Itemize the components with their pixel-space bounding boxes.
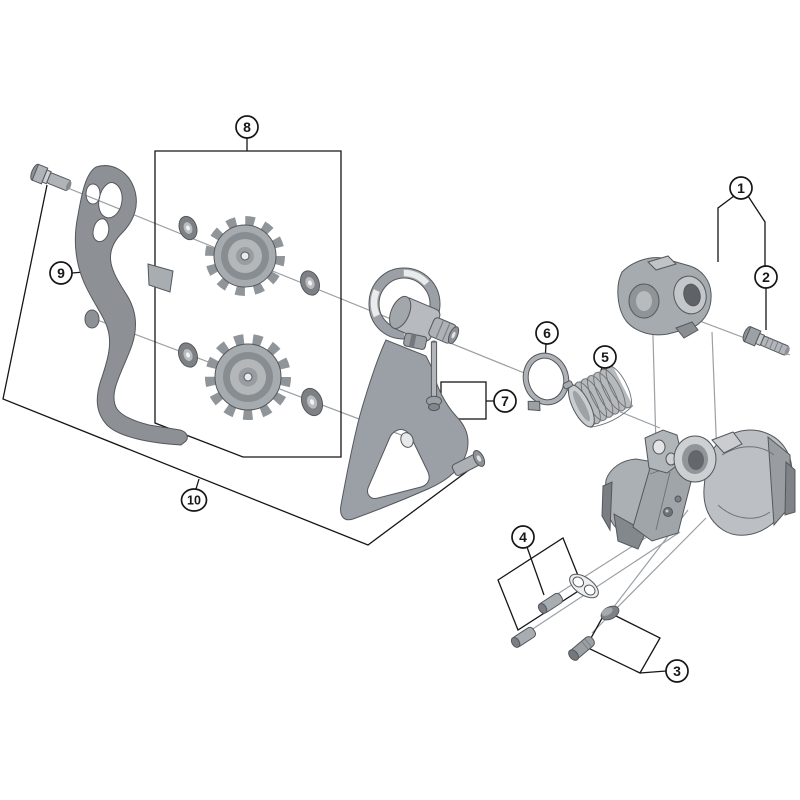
part-label-1[interactable]: 1	[729, 176, 753, 200]
part-label-2[interactable]: 2	[754, 265, 778, 289]
part-label-8[interactable]: 8	[235, 115, 259, 139]
part-label-5[interactable]: 5	[593, 345, 617, 369]
adjust-screw-plate	[569, 573, 599, 599]
plate-hub	[389, 295, 460, 345]
plate-axle-bolt-upper	[426, 340, 442, 412]
inner-plate-bolt	[30, 163, 72, 191]
leader-10-bracket	[2, 184, 474, 546]
bracket-axle-bolt	[742, 326, 790, 356]
plate-axle-bolt-lower	[451, 450, 486, 476]
tension-pulley-teeth	[205, 334, 291, 420]
bracket-axle-unit	[617, 255, 712, 339]
part-number-3: 3	[673, 663, 681, 679]
align-line-right	[711, 331, 718, 459]
plate-stop-pin	[403, 332, 428, 350]
cable-fixing-bolt	[568, 636, 595, 661]
part-label-9[interactable]: 9	[49, 261, 73, 285]
pulley-washer-upper-right	[300, 270, 320, 296]
inner-plate-tab	[147, 263, 174, 293]
part-number-8: 8	[243, 119, 251, 135]
part-number-4: 4	[519, 529, 527, 545]
adjust-screw-upper	[537, 592, 564, 614]
pulley-washer-lower-left	[178, 342, 198, 368]
part-label-6[interactable]: 6	[535, 321, 559, 345]
pulley-washer-lower-right	[300, 387, 324, 417]
part-number-6: 6	[543, 325, 551, 341]
stop-ring	[522, 352, 570, 412]
part-label-3[interactable]: 3	[665, 659, 689, 683]
guide-pulley	[205, 216, 285, 296]
leader-3	[639, 670, 667, 674]
part-number-9: 9	[57, 265, 65, 281]
adjust-screw-line-lower	[521, 531, 681, 637]
group-box-3	[585, 610, 661, 674]
derailleur-body	[601, 429, 796, 550]
pulley-washer-upper-left	[178, 215, 198, 241]
leader-1-left	[717, 195, 735, 262]
group-box-8	[154, 150, 342, 458]
part-number-1: 1	[737, 180, 745, 196]
part-label-7[interactable]: 7	[493, 389, 517, 413]
inner-cage-plate	[74, 165, 188, 446]
adjust-screw-lower	[510, 626, 537, 648]
cable-end-cap	[600, 605, 620, 621]
leader-1-right	[747, 195, 766, 266]
outer-cage-plate	[340, 267, 469, 521]
part-label-10[interactable]: 10	[180, 488, 208, 512]
guide-pulley-teeth	[205, 216, 285, 296]
leader-4	[526, 546, 545, 596]
part-label-4[interactable]: 4	[511, 525, 535, 549]
part-number-5: 5	[601, 349, 609, 365]
tension-spring	[562, 364, 634, 428]
part-number-2: 2	[762, 269, 770, 285]
part-number-7: 7	[501, 393, 509, 409]
part-number-10: 10	[187, 494, 201, 508]
group-box-4	[497, 537, 584, 631]
leader-10-stub	[195, 478, 200, 490]
tension-pulley	[205, 334, 291, 420]
